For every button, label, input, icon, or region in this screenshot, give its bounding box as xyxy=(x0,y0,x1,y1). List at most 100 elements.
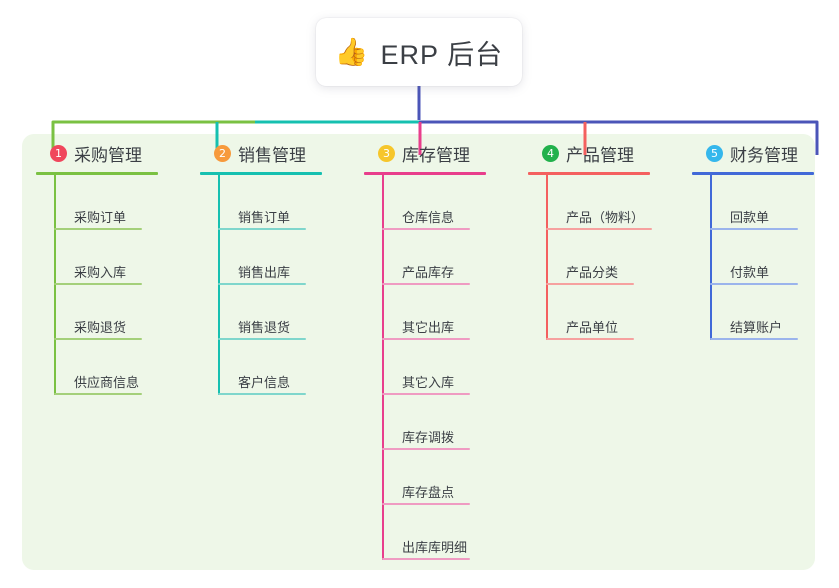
leaf-item[interactable]: 其它出库 xyxy=(382,285,514,340)
leaf-underline xyxy=(382,393,470,395)
leaf-item[interactable]: 产品库存 xyxy=(382,230,514,285)
leaf-label: 产品分类 xyxy=(566,265,619,280)
leaf-underline xyxy=(710,283,798,285)
leaf-underline xyxy=(218,283,306,285)
leaf-item[interactable]: 库存调拨 xyxy=(382,395,514,450)
leaf-underline xyxy=(546,338,634,340)
leaf-item[interactable]: 其它入库 xyxy=(382,340,514,395)
thumbs-up-icon: 👍 xyxy=(334,36,369,67)
branch-spine xyxy=(546,175,548,340)
branch-spine xyxy=(710,175,712,340)
leaf-label: 其它入库 xyxy=(402,375,455,390)
leaf-underline xyxy=(382,228,470,230)
branch-leaf-list: 采购订单 采购入库 采购退货 供应商信息 xyxy=(54,175,186,395)
branch-leaf-list: 销售订单 销售出库 销售退货 客户信息 xyxy=(218,175,350,395)
leaf-item[interactable]: 产品分类 xyxy=(546,230,678,285)
root-title: ERP 后台 xyxy=(380,39,504,70)
leaf-item[interactable]: 出库库明细 xyxy=(382,505,514,560)
branch-header[interactable]: 2 销售管理 xyxy=(200,134,350,172)
leaf-underline xyxy=(382,338,470,340)
leaf-underline xyxy=(54,228,142,230)
leaf-label: 库存盘点 xyxy=(402,485,455,500)
branch-title: 销售管理 xyxy=(238,145,306,165)
leaf-item[interactable]: 回款单 xyxy=(710,175,839,230)
branch-columns: 1 采购管理 采购订单 采购入库 采购退货 供应商信 xyxy=(22,134,815,570)
branch-leaf-list: 回款单 付款单 结算账户 xyxy=(710,175,839,340)
leaf-item[interactable]: 库存盘点 xyxy=(382,450,514,505)
leaf-label: 客户信息 xyxy=(238,375,291,390)
leaf-underline xyxy=(218,228,306,230)
diagram-panel xyxy=(22,134,815,570)
branch-header[interactable]: 4 产品管理 xyxy=(528,134,678,172)
branch-title: 产品管理 xyxy=(566,145,634,165)
branch-header[interactable]: 1 采购管理 xyxy=(36,134,186,172)
branch-header[interactable]: 3 库存管理 xyxy=(364,134,514,172)
branch-underline xyxy=(364,172,486,175)
leaf-label: 付款单 xyxy=(730,265,770,280)
leaf-underline xyxy=(218,338,306,340)
leaf-item[interactable]: 结算账户 xyxy=(710,285,839,340)
leaf-label: 结算账户 xyxy=(730,320,783,335)
branch-badge: 2 xyxy=(214,144,231,162)
leaf-underline xyxy=(54,393,142,395)
branch-leaf-list: 仓库信息 产品库存 其它出库 其它入库 库存调拨 xyxy=(382,175,514,560)
leaf-underline xyxy=(382,503,470,505)
branch-underline xyxy=(200,172,322,175)
leaf-item[interactable]: 采购订单 xyxy=(54,175,186,230)
leaf-item[interactable]: 销售出库 xyxy=(218,230,350,285)
leaf-item[interactable]: 产品（物料） xyxy=(546,175,678,230)
leaf-label: 产品单位 xyxy=(566,320,619,335)
leaf-label: 销售订单 xyxy=(238,210,291,225)
leaf-label: 销售退货 xyxy=(238,320,291,335)
leaf-item[interactable]: 仓库信息 xyxy=(382,175,514,230)
leaf-item[interactable]: 客户信息 xyxy=(218,340,350,395)
leaf-underline xyxy=(218,393,306,395)
branch-column-finance: 5 财务管理 回款单 付款单 结算账户 xyxy=(692,134,839,340)
leaf-label: 出库库明细 xyxy=(402,540,468,555)
root-node[interactable]: 👍 ERP 后台 xyxy=(316,18,522,86)
branch-column-product: 4 产品管理 产品（物料） 产品分类 产品单位 xyxy=(528,134,678,340)
leaf-label: 回款单 xyxy=(730,210,770,225)
leaf-underline xyxy=(54,283,142,285)
leaf-underline xyxy=(382,448,470,450)
branch-spine xyxy=(382,175,384,560)
branch-column-inventory: 3 库存管理 仓库信息 产品库存 其它出库 其它入库 xyxy=(364,134,514,560)
leaf-item[interactable]: 销售退货 xyxy=(218,285,350,340)
leaf-label: 销售出库 xyxy=(238,265,291,280)
branch-title: 采购管理 xyxy=(74,145,142,165)
branch-column-purchasing: 1 采购管理 采购订单 采购入库 采购退货 供应商信 xyxy=(36,134,186,395)
leaf-item[interactable]: 付款单 xyxy=(710,230,839,285)
branch-badge: 3 xyxy=(378,144,395,162)
branch-badge: 5 xyxy=(706,144,723,162)
leaf-underline xyxy=(54,338,142,340)
branch-title: 财务管理 xyxy=(730,145,798,165)
branch-badge: 1 xyxy=(50,144,67,162)
leaf-label: 其它出库 xyxy=(402,320,455,335)
branch-underline xyxy=(528,172,650,175)
leaf-item[interactable]: 采购退货 xyxy=(54,285,186,340)
branch-column-sales: 2 销售管理 销售订单 销售出库 销售退货 客户信息 xyxy=(200,134,350,395)
leaf-underline xyxy=(382,558,470,560)
leaf-label: 库存调拨 xyxy=(402,430,455,445)
branch-underline xyxy=(692,172,814,175)
leaf-item[interactable]: 产品单位 xyxy=(546,285,678,340)
leaf-underline xyxy=(382,283,470,285)
leaf-item[interactable]: 销售订单 xyxy=(218,175,350,230)
leaf-underline xyxy=(710,228,798,230)
leaf-label: 产品库存 xyxy=(402,265,455,280)
branch-header[interactable]: 5 财务管理 xyxy=(692,134,839,172)
leaf-label: 采购入库 xyxy=(74,265,127,280)
leaf-label: 供应商信息 xyxy=(74,375,140,390)
branch-spine xyxy=(54,175,56,395)
leaf-underline xyxy=(546,283,634,285)
leaf-underline xyxy=(710,338,798,340)
leaf-item[interactable]: 采购入库 xyxy=(54,230,186,285)
leaf-label: 采购订单 xyxy=(74,210,127,225)
leaf-label: 仓库信息 xyxy=(402,210,455,225)
leaf-item[interactable]: 供应商信息 xyxy=(54,340,186,395)
leaf-label: 产品（物料） xyxy=(566,210,645,225)
branch-spine xyxy=(218,175,220,395)
branch-leaf-list: 产品（物料） 产品分类 产品单位 xyxy=(546,175,678,340)
branch-title: 库存管理 xyxy=(402,145,470,165)
